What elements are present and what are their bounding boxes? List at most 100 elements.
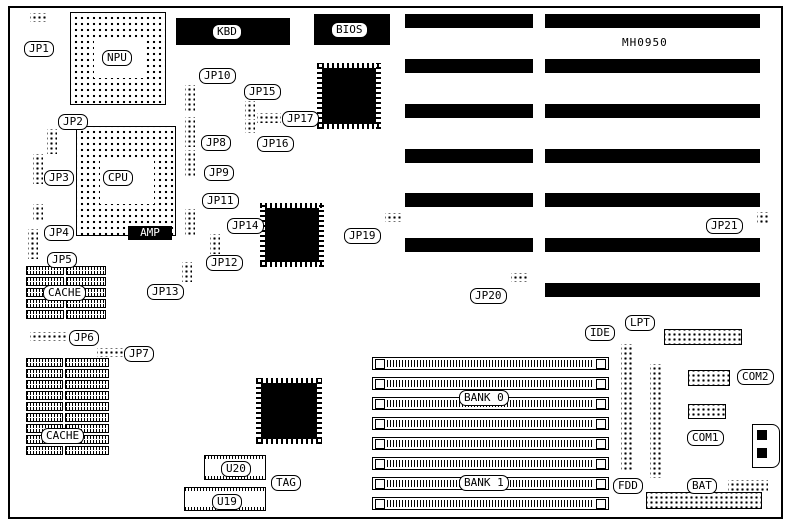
jp1-pin-header [30,13,48,22]
isa-slot [545,149,760,163]
kbd-label: KBD [212,24,242,40]
isa-slot [545,238,760,252]
jp17-label: JP17 [282,111,319,127]
keyboard-connector-pin [757,430,767,440]
cpu-label: CPU [103,170,133,186]
isa-slot [545,104,760,118]
jp8-pin-header [185,117,195,147]
simm-socket [372,437,609,450]
npu-label: NPU [102,50,132,66]
jp3-label: JP3 [44,170,74,186]
cache-chip [66,277,106,286]
jp13-label: JP13 [147,284,184,300]
jp12-label: JP12 [206,255,243,271]
jp20-label: JP20 [470,288,507,304]
cache-chip [65,413,109,422]
jp7-label: JP7 [124,346,154,362]
qfp-chip [317,63,381,129]
com1-label: COM1 [687,430,724,446]
jp2-pin-header [47,129,57,154]
jp17-pin-header [257,113,281,123]
jp5-pin-header [28,229,38,259]
jp20-pin-header [511,273,529,282]
cache-chip [65,446,109,455]
simm-socket [372,377,609,390]
cache-chip [66,266,106,275]
isa-slot [405,193,533,207]
ide-label: IDE [585,325,615,341]
cache-chip [65,369,109,378]
cache-chip [26,266,64,275]
cache-chip [66,310,106,319]
cache-chip [26,380,63,389]
isa-slot [405,238,533,252]
cache-chip [65,358,109,367]
jp10-pin-header [185,85,195,113]
jp6-pin-header [30,332,68,341]
isa-slot [405,149,533,163]
fdd-pin-header [650,364,663,478]
jp1-label: JP1 [24,41,54,57]
ide-pin-header [621,344,634,470]
com1-pin-header [688,404,726,419]
jp19-label: JP19 [344,228,381,244]
bank0-label: BANK 0 [459,390,509,406]
cache-chip [66,299,106,308]
qfp-chip [256,378,322,444]
tag-label: TAG [271,475,301,491]
com2-label: COM2 [737,369,774,385]
jp16-pin-header [245,119,255,133]
cache-chip [26,358,63,367]
cache-lower-label: CACHE [41,428,85,444]
u20-label: U20 [221,461,251,477]
cache-chip [65,402,109,411]
jp4-pin-header [33,204,43,221]
cache-chip [26,413,63,422]
lpt-label: LPT [625,315,655,331]
jp5-label: JP5 [47,252,77,268]
cache-chip [65,380,109,389]
isa-slot [405,14,533,28]
isa-slot [545,59,760,73]
simm-socket [372,357,609,370]
bios-label: BIOS [331,22,368,38]
jp12-jp14-pin-header [210,234,220,254]
keyboard-connector-pin [757,448,767,458]
jp19-pin-header [385,213,403,222]
fdd-label: FDD [613,478,643,494]
cache-chip [26,369,63,378]
bottom-edge-pin-header [646,492,762,509]
jp7-pin-header [97,348,123,357]
jp13-pin-header [182,262,192,282]
bat-pin-header [728,480,768,492]
isa-slot [545,283,760,297]
qfp-chip [260,203,324,267]
cache-chip [26,310,64,319]
jp3-pin-header [33,154,43,184]
jp21-pin-header [757,212,769,224]
jp10-label: JP10 [199,68,236,84]
cache-chip [26,402,63,411]
bat-label: BAT [687,478,717,494]
amp-chip: AMP [128,226,172,240]
isa-slot [405,59,533,73]
isa-slot [545,14,760,28]
cache-chip [26,391,63,400]
simm-socket [372,497,609,510]
u19-label: U19 [212,494,242,510]
jp2-label: JP2 [58,114,88,130]
simm-socket [372,417,609,430]
jp9-pin-header [185,150,195,178]
jp14-label: JP14 [227,218,264,234]
jp4-label: JP4 [44,225,74,241]
jp15-pin-header [245,101,255,117]
jp16-label: JP16 [257,136,294,152]
jp15-label: JP15 [244,84,281,100]
com2-pin-header [688,370,730,386]
lpt-pin-header [664,329,742,345]
jp8-label: JP8 [201,135,231,151]
board-model-label: MH0950 [622,36,668,49]
jp11-pin-header [185,209,195,237]
isa-slot [405,104,533,118]
